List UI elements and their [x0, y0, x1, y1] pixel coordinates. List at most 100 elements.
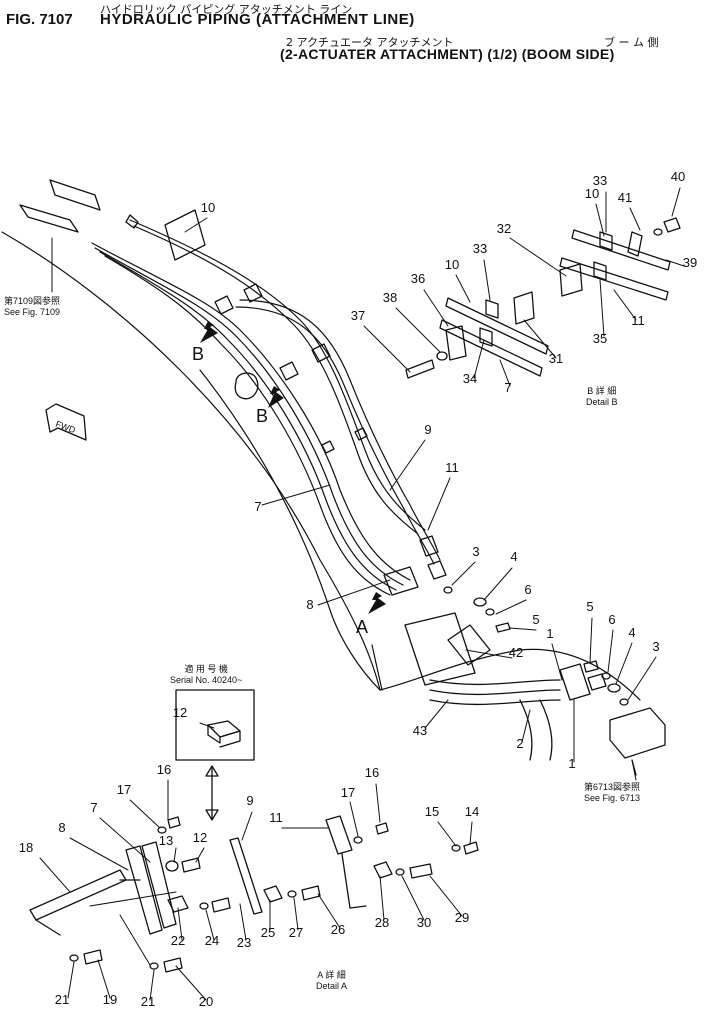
part-number-17: 17	[341, 785, 355, 800]
pipe-clamps	[214, 283, 368, 454]
view-letter-a: A	[356, 617, 369, 637]
part-number-13: 13	[159, 833, 173, 848]
figure-title: HYDRAULIC PIPING (ATTACHMENT LINE)	[100, 11, 415, 28]
valve-block-right	[609, 707, 666, 776]
subtitle-kana-left: 2 アクチュエータ アタッチメント	[286, 36, 454, 49]
part-number-33: 33	[473, 241, 487, 256]
part-number-30: 30	[417, 915, 431, 930]
fasteners-right	[583, 660, 629, 706]
part-number-26: 26	[331, 922, 345, 937]
part-number-40: 40	[671, 169, 685, 184]
part-number-32: 32	[497, 221, 511, 236]
part-number-33: 33	[593, 173, 607, 188]
leader-lines	[39, 187, 685, 1001]
ref-fig7109-en: See Fig. 7109	[4, 307, 61, 317]
detail-b-caption: B 詳 細 Detail B	[586, 386, 618, 408]
part-number-34: 34	[463, 371, 477, 386]
part-number-41: 41	[618, 190, 632, 205]
fasteners-center	[443, 586, 511, 633]
double-arrow	[205, 765, 219, 821]
part-number-31: 31	[549, 351, 563, 366]
part-number-16: 16	[157, 762, 171, 777]
part-number-10: 10	[201, 200, 215, 215]
part-number-6: 6	[608, 612, 615, 627]
detail-a-en: Detail A	[316, 981, 348, 991]
part-number-2: 2	[516, 736, 523, 751]
part-number-4: 4	[628, 625, 635, 640]
part-number-20: 20	[199, 994, 213, 1009]
part-number-25: 25	[261, 925, 275, 940]
detail-a-jp: A 詳 細	[317, 970, 346, 980]
part-number-16: 16	[365, 765, 379, 780]
view-arrows	[200, 321, 386, 614]
part-number-22: 22	[171, 933, 185, 948]
boom-outline	[1, 231, 641, 701]
serial-note: 適 用 号 機 Serial No. 40240~	[170, 664, 242, 686]
part-number-21: 21	[141, 994, 155, 1009]
serial-note-jp: 適 用 号 機	[184, 664, 228, 674]
detail-a-assembly	[29, 815, 479, 973]
part-number-18: 18	[19, 840, 33, 855]
leader-box-10	[164, 209, 206, 261]
serial-note-en: Serial No. 40240~	[170, 675, 243, 685]
part-number-7: 7	[254, 499, 261, 514]
part-number-3: 3	[472, 544, 479, 559]
fittings-mid	[383, 535, 447, 596]
part-number-14: 14	[465, 804, 479, 819]
part-number-42: 42	[509, 645, 523, 660]
part-number-11: 11	[631, 313, 645, 328]
part-number-23: 23	[237, 935, 251, 950]
part-number-35: 35	[593, 331, 607, 346]
fwd-label: FWD	[54, 419, 77, 436]
part-number-12: 12	[173, 705, 187, 720]
view-letter-b1: B	[192, 344, 205, 364]
ref-fig7109: 第7109図参照 See Fig. 7109	[4, 296, 60, 318]
figure-subtitle: (2-ACTUATER ATTACHMENT) (1/2) (BOOM SIDE…	[280, 46, 615, 62]
serial-box	[175, 689, 255, 761]
part-number-8: 8	[58, 820, 65, 835]
detail-b-jp: B 詳 細	[587, 386, 617, 396]
ref-fig6713: 第6713図参照 See Fig. 6713	[584, 782, 640, 804]
part-number-1: 1	[568, 756, 575, 771]
detail-a-caption: A 詳 細 Detail A	[316, 970, 347, 992]
part-number-1: 1	[546, 626, 553, 641]
part-number-7: 7	[90, 800, 97, 815]
part-number-4: 4	[510, 549, 517, 564]
part-number-24: 24	[205, 933, 219, 948]
part-number-7: 7	[504, 380, 511, 395]
part-number-28: 28	[375, 915, 389, 930]
part-number-12: 12	[193, 830, 207, 845]
part-number-17: 17	[117, 782, 131, 797]
figure-number: FIG. 7107	[6, 11, 73, 28]
part-number-43: 43	[413, 723, 427, 738]
ref-fig6713-en: See Fig. 6713	[584, 793, 641, 803]
part-number-10: 10	[585, 186, 599, 201]
part-number-11: 11	[445, 460, 459, 475]
part-number-10: 10	[445, 257, 459, 272]
part-number-5: 5	[586, 599, 593, 614]
part-number-21: 21	[55, 992, 69, 1007]
ref-fig7109-jp: 第7109図参照	[4, 296, 61, 306]
part-number-5: 5	[532, 612, 539, 627]
part-number-37: 37	[351, 308, 365, 323]
ref-fig6713-jp: 第6713図参照	[584, 782, 641, 792]
section-marker	[234, 372, 259, 400]
part-number-19: 19	[103, 992, 117, 1007]
view-letter-b2: B	[256, 406, 269, 426]
fwd-arrow	[45, 403, 87, 441]
part-number-11: 11	[269, 810, 283, 825]
part-number-15: 15	[425, 804, 439, 819]
part-number-38: 38	[383, 290, 397, 305]
part-number-39: 39	[683, 255, 697, 270]
part-number-9: 9	[424, 422, 431, 437]
subtitle-kana-right: ブ ー ム 側	[604, 36, 659, 49]
part-12-inset	[207, 720, 241, 748]
detail-b-en: Detail B	[586, 397, 618, 407]
detail-b-assembly	[405, 217, 681, 379]
part-number-3: 3	[652, 639, 659, 654]
pipe-ends-top	[19, 179, 139, 233]
part-number-9: 9	[246, 793, 253, 808]
part-number-29: 29	[455, 910, 469, 925]
